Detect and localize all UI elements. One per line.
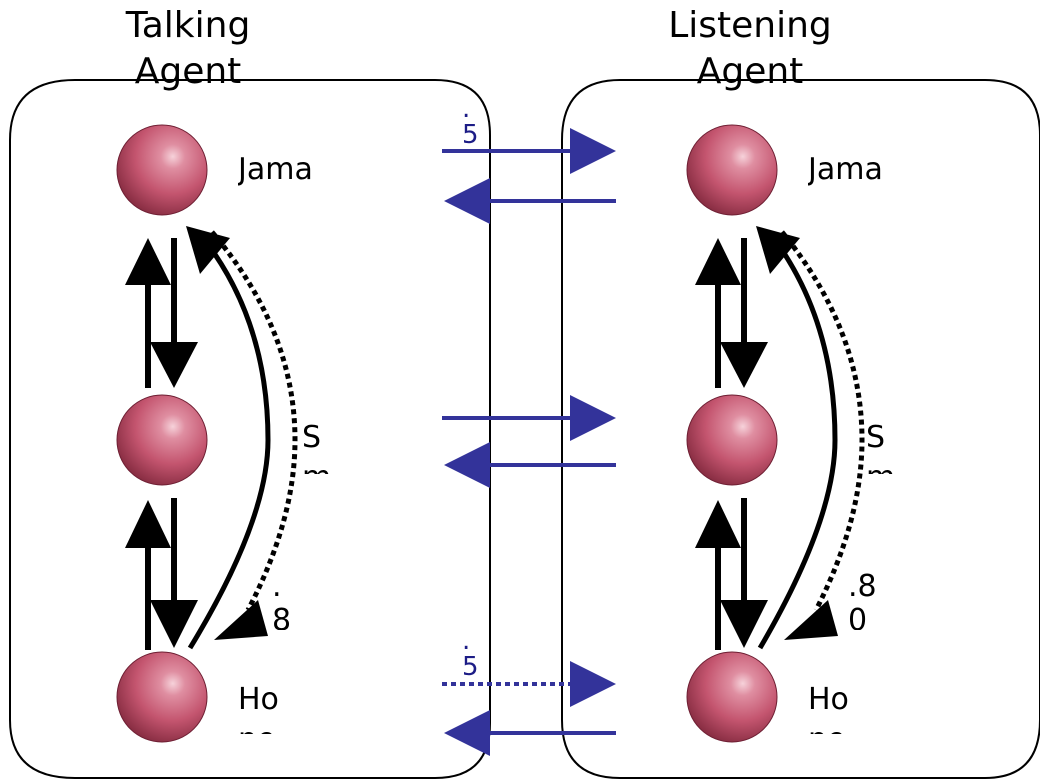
middle-right-blue-arrow-icon [442, 395, 616, 441]
talking-solid-curve-arrow-icon [186, 226, 271, 650]
listening-middle-sphere-icon [686, 394, 778, 486]
talking-middle-node-label: Sm [302, 420, 331, 474]
listening-middle-node-label: Sm [866, 420, 895, 474]
listening-curve-probability-label: .8 0 [848, 570, 877, 630]
listening-bottom-node-label: Ho ne [808, 682, 849, 734]
bottom-between-probability-label: . 5 [462, 628, 479, 680]
listening-up-arrow-icon-2 [695, 500, 741, 650]
listening-top-node-label: Jama yaps [808, 152, 883, 202]
listening-solid-curve-arrow-icon [756, 226, 838, 650]
talking-top-sphere-icon [116, 124, 208, 216]
listening-down-arrow-icon-2 [720, 498, 768, 648]
bottom-left-blue-arrow-icon [444, 710, 616, 756]
talking-middle-sphere-icon [116, 394, 208, 486]
talking-curve-probability-label: . 8 [272, 570, 292, 630]
talking-dotted-curve-arrow-icon [210, 230, 298, 640]
listening-dotted-curve-arrow-icon [780, 230, 865, 640]
listening-top-sphere-icon [686, 124, 778, 216]
talking-down-arrow-icon-2 [150, 498, 198, 648]
top-right-blue-arrow-icon [442, 128, 616, 174]
listening-agent-title-line2: Agent [696, 51, 804, 92]
talking-bottom-sphere-icon [116, 651, 208, 743]
bottom-right-blue-dotted-arrow-icon [442, 661, 616, 707]
top-between-probability-label: . 5 [462, 96, 479, 148]
talking-up-arrow-icon-2 [125, 500, 171, 650]
talking-agent-box [9, 79, 491, 779]
talking-up-arrow-icon-1 [125, 238, 171, 388]
talking-bottom-node-label: Ho ne [238, 682, 279, 734]
listening-bottom-sphere-icon [686, 651, 778, 743]
talking-top-node-label: Jama yaps [238, 152, 313, 202]
middle-left-blue-arrow-icon [444, 442, 616, 488]
listening-down-arrow-icon-1 [720, 238, 768, 388]
listening-agent-box [561, 79, 1040, 779]
top-left-blue-arrow-icon [444, 178, 616, 224]
listening-agent-title-line1: Listening [668, 5, 832, 46]
talking-down-arrow-icon-1 [150, 238, 198, 388]
listening-up-arrow-icon-1 [695, 238, 741, 388]
talking-agent-title-line1: Talking [125, 5, 251, 46]
talking-agent-title-line2: Agent [134, 51, 242, 92]
